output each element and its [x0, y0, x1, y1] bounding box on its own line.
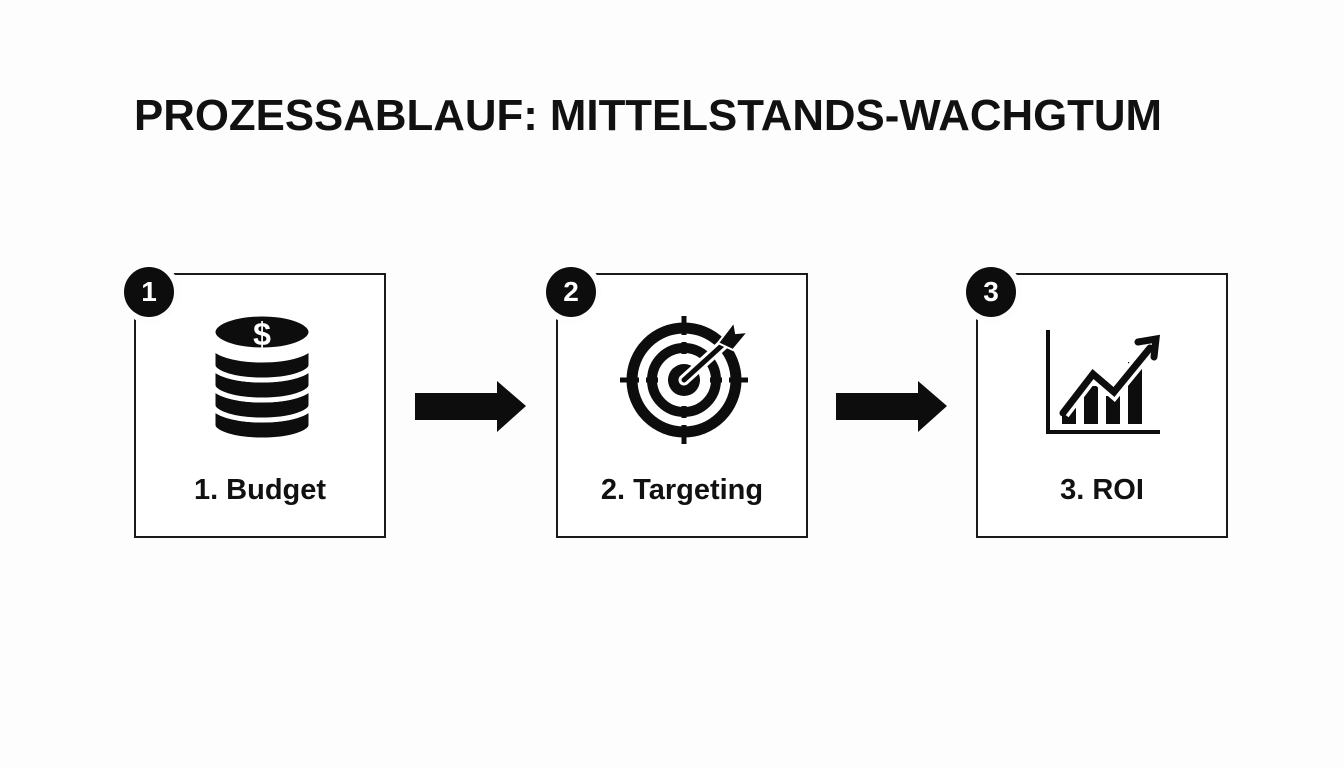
target-arrow-icon [620, 316, 751, 444]
diagram-title: PROZESSABLAUF: MITTELSTANDS-WACHGTUM [134, 91, 1162, 140]
step-3-badge: 3 [966, 267, 1016, 317]
step-3-box: 3 3. ROI [966, 267, 1228, 538]
growth-chart-icon [1046, 330, 1160, 434]
step-2-label: 2. Targeting [600, 474, 764, 506]
step-1-label: 1. Budget [193, 474, 327, 506]
step-1-badge: 1 [124, 267, 174, 317]
step-1-box: 1 $ 1. Budget [124, 267, 386, 538]
arrow-right-icon [836, 381, 947, 432]
step-2-box: 2 2. Targeting [546, 267, 808, 538]
coin-stack-dollar-icon: $ [210, 311, 314, 443]
arrow-right-icon [415, 381, 526, 432]
svg-text:$: $ [253, 316, 271, 352]
step-3-label: 3. ROI [1060, 474, 1144, 506]
step-2-badge: 2 [546, 267, 596, 317]
